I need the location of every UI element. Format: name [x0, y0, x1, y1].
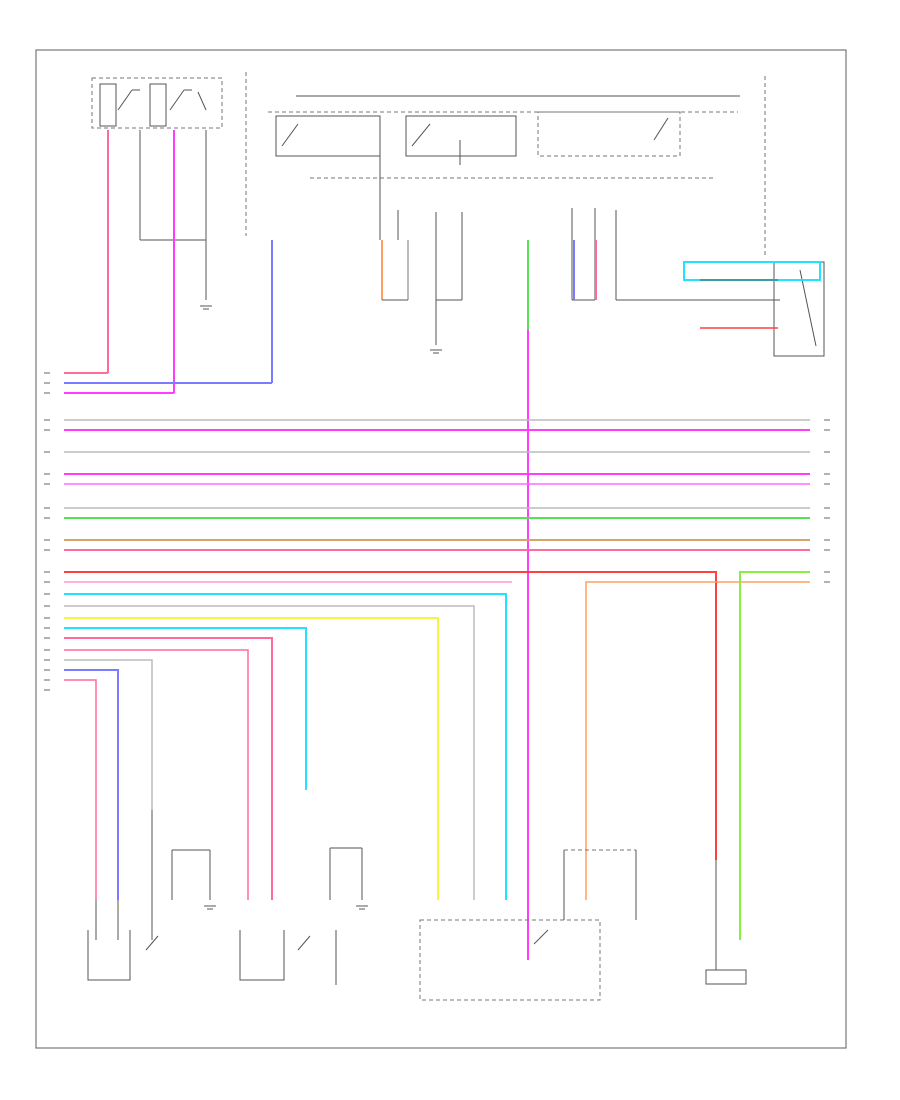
switch-contact-icon: [653, 117, 669, 141]
ground-icon: [430, 349, 442, 354]
ground-icon: [200, 305, 212, 310]
switch-contact-icon: [145, 935, 159, 951]
ground-icon: [204, 905, 216, 910]
switch-contact-icon: [411, 123, 431, 147]
main-power-window-switch: [91, 77, 223, 129]
cowl-side-connector: [683, 261, 825, 357]
switch-contact-icon: [297, 935, 311, 951]
right-front-door-window-regulator: [87, 810, 216, 981]
wires-junction: [381, 240, 597, 960]
switch-contact-icon: [281, 123, 299, 147]
window-motor-ecu: [419, 849, 637, 1001]
connector-pin-icon: [44, 571, 50, 691]
connector-pin-icon: [44, 372, 830, 583]
junction-block: [268, 95, 740, 240]
wires-top-left: [64, 130, 273, 394]
lower-wires: [64, 571, 810, 940]
switch-contact-icon: [533, 929, 549, 945]
left-front-door-window-regulator: [239, 847, 368, 985]
body-ground: [705, 860, 747, 985]
switch-contact-icon: [169, 89, 192, 111]
switch-contact-icon: [117, 89, 140, 111]
diagram-frame: [35, 49, 847, 1049]
horizontal-bus: [64, 419, 810, 551]
ground-icon: [356, 905, 368, 910]
